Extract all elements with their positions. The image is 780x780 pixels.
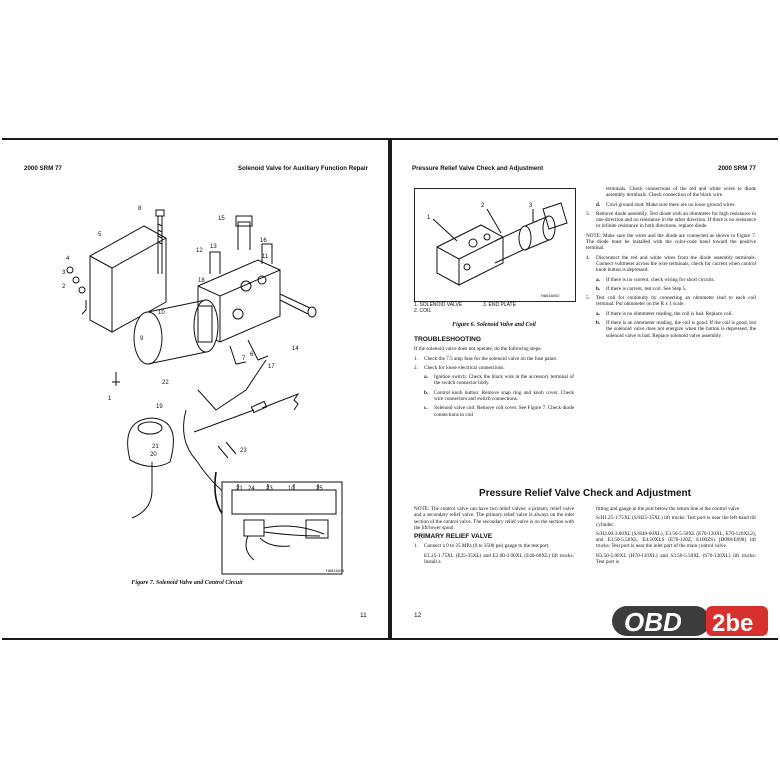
callout-21: 21 [152, 444, 159, 450]
page-gutter [388, 140, 392, 638]
relief-col2-a: fitting and gauge in the port below the … [596, 506, 741, 512]
left-header-title: Solenoid Valve for Auxiliary Function Re… [237, 165, 368, 172]
step-2a: a.Ignition switch: Check the black wire … [424, 374, 574, 387]
figure-6-caption: Figure 6. Solenoid Valve and Coil [452, 322, 536, 328]
figure-6-box: 1 2 3 H8616002 [414, 188, 576, 302]
logo-text-right: 2be [712, 610, 753, 637]
callout-18: 18 [198, 278, 205, 284]
left-page-number: 11 [360, 612, 367, 619]
step-5: 5.Test coil for continuity by connecting… [586, 295, 756, 308]
callout-15: 15 [218, 216, 225, 222]
callout-13: 13 [210, 244, 217, 250]
step-5b: b.If there is an ohmmeter reading, the c… [596, 320, 756, 339]
callout-5: 5 [98, 232, 102, 238]
figure-6-diagram: 1 2 3 H8616002 [427, 202, 568, 298]
step-2c-continued: terminals. Check connections of the red … [606, 186, 756, 199]
callout-10: 10 [158, 310, 165, 316]
fig6-legend-1: 1. SOLENOID VALVE [414, 302, 463, 308]
primary-step-1-trucks: E1.25-1.75XL (E25-35XL) and E2.00-3.00XL… [424, 552, 574, 566]
callout-10b: 10 [288, 486, 295, 492]
figure-7-code: H8616001 [326, 568, 345, 573]
relief-col2-d: H3.50-5.00XL (H70-110XL) and S3.50-5.50X… [596, 552, 756, 566]
note-relief-valves: NOTE: The control valve can have two rel… [414, 506, 574, 531]
troubleshooting-intro: If the solenoid valve does not operate, … [414, 346, 542, 353]
callout-20: 20 [150, 452, 157, 458]
callout-23b: 23 [266, 486, 273, 492]
callout-12: 12 [196, 248, 203, 254]
callout-16: 16 [260, 238, 267, 244]
left-header-manual-id: 2000 SRM 77 [24, 165, 62, 172]
note-diode: NOTE: Make sure the wires and the diode … [586, 232, 756, 252]
figure-7-caption: Figure 7. Solenoid Valve and Control Cir… [131, 580, 243, 586]
relief-column-2: fitting and gauge in the port below the … [586, 506, 756, 568]
step-2b: b.Control knob button: Remove snap ring … [424, 389, 574, 403]
fig6-legend-2: 2. COIL [414, 308, 432, 314]
figure-7-exploded-diagram: H8616001 8 5 4 3 2 1 12 13 15 16 11 18 1… [62, 206, 345, 575]
step-4: 4.Disconnect the red and white wires fro… [586, 254, 756, 274]
logo-text-left: OBD [624, 607, 682, 637]
relief-column-1: NOTE: The control valve can have two rel… [414, 506, 574, 568]
callout-2: 2 [62, 284, 66, 290]
callout-8: 8 [138, 206, 142, 212]
manual-spread: 2000 SRM 77 Solenoid Valve for Auxiliary… [2, 138, 778, 640]
right-page-number: 12 [414, 612, 422, 619]
callout-25: 25 [316, 486, 323, 492]
step-4b: b.If there is current, test coil. See St… [596, 285, 687, 292]
figure-6-code: H8616002 [541, 293, 560, 298]
obd2be-logo: OBD 2be [612, 606, 768, 637]
fig6-callout-3: 3 [529, 203, 533, 209]
fig6-callout-2: 2 [481, 203, 485, 209]
callout-22: 22 [162, 380, 169, 386]
step-5a: a.If there is no ohmmeter reading, the c… [596, 310, 733, 317]
step-2d: d.Cowl ground stud: Make sure there are … [596, 201, 736, 208]
fig6-callout-1: 1 [427, 215, 431, 221]
step-3: 3.Remove diode assembly. Test diode with… [586, 210, 756, 230]
callout-21b: 21 [236, 486, 243, 492]
callout-19: 19 [156, 404, 163, 410]
callout-17: 17 [268, 364, 275, 370]
step-4a: a.If there is no current, check wiring f… [596, 276, 715, 283]
step-2c: c.Solenoid valve coil: Remove coil cover… [424, 405, 574, 418]
section-heading: Pressure Relief Valve Check and Adjustme… [479, 488, 691, 499]
relief-col2-c: S/H2.00-3.00XL (S/H40-60XL), E3.50-5.50X… [596, 530, 756, 550]
primary-step-1: 1.Connect a 0 to 25 MPa (0 to 3500 psi) … [414, 543, 550, 550]
callout-6: 6 [250, 352, 254, 358]
callout-14: 14 [292, 346, 299, 352]
callout-1: 1 [108, 396, 112, 402]
troubleshooting-column-2: terminals. Check connections of the red … [586, 186, 756, 342]
callout-24: 24 [248, 486, 255, 492]
right-header-manual-id: 2000 SRM 77 [718, 165, 756, 172]
callout-9: 9 [140, 336, 144, 342]
callout-23: 23 [240, 448, 247, 454]
right-header-title: Pressure Relief Valve Check and Adjustme… [412, 165, 544, 172]
relief-col2-b: S/H1.25-1.75XL (S/H25-35XL) lift trucks:… [596, 515, 756, 528]
callout-3: 3 [62, 270, 66, 276]
fig6-legend-3: 3. END PLATE [482, 302, 516, 308]
callout-4: 4 [66, 256, 70, 262]
callout-7: 7 [242, 356, 246, 362]
step-1: 1.Check the 7.5 amp fuse for the solenoi… [414, 355, 558, 362]
primary-relief-heading: PRIMARY RELIEF VALVE [414, 533, 493, 541]
right-page: Pressure Relief Valve Check and Adjustme… [392, 140, 778, 638]
troubleshooting-heading: TROUBLESHOOTING [414, 336, 482, 343]
troubleshooting-column: TROUBLESHOOTING If the solenoid valve do… [414, 334, 574, 421]
figure-6-legend: 1. SOLENOID VALVE 3. END PLATE 2. COIL [414, 302, 516, 314]
callout-11: 11 [262, 254, 269, 260]
step-2: 2.Check for loose electrical connections… [414, 364, 505, 371]
left-page: 2000 SRM 77 Solenoid Valve for Auxiliary… [2, 140, 388, 638]
